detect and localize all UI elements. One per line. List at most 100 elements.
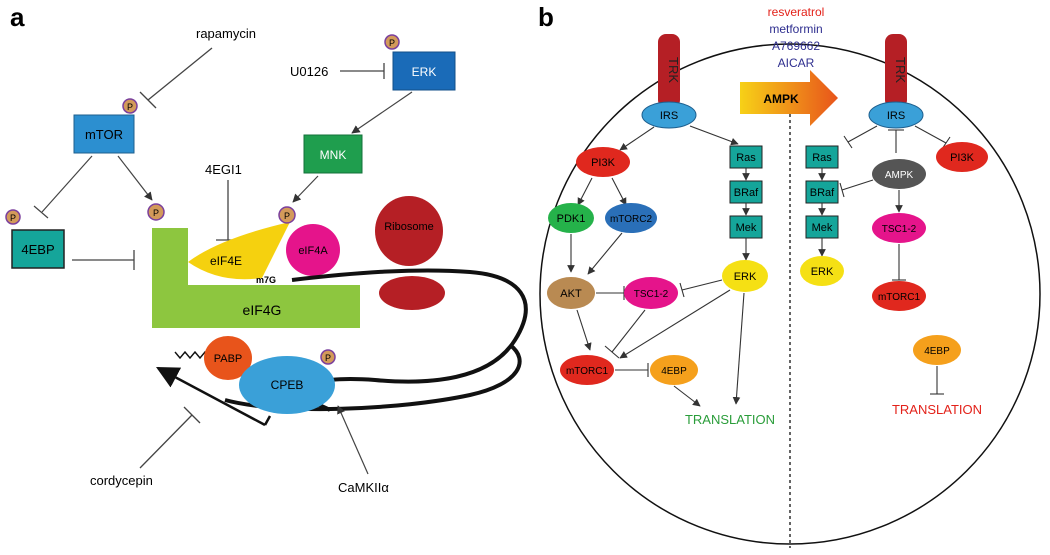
left-translation-label: TRANSLATION xyxy=(685,412,775,427)
cpeb-label: CPEB xyxy=(271,378,304,392)
left-mtorc1-label: mTORC1 xyxy=(566,366,608,377)
ribosome-label: Ribosome xyxy=(384,221,434,233)
right-ampk-label: AMPK xyxy=(885,170,914,181)
activator-metformin: metformin xyxy=(769,22,822,36)
eif4g-shape xyxy=(152,228,360,328)
mnk-eif4e-arrow xyxy=(292,175,319,203)
right-4ebp-label: 4EBP xyxy=(924,346,950,357)
left-pi3k-node xyxy=(576,147,630,177)
m7g-label: m7G xyxy=(256,275,276,285)
4ebp-node xyxy=(11,229,65,269)
activator-resveratrol: resveratrol xyxy=(768,5,825,19)
mtor-label: mTOR xyxy=(85,127,123,142)
left-irs-node xyxy=(641,101,697,129)
mnk-label: MNK xyxy=(320,148,347,162)
eif4e-phospho-icon xyxy=(278,206,296,224)
left-tsc-node xyxy=(624,277,678,309)
eif4a-node xyxy=(286,224,340,276)
right-4ebp-node xyxy=(913,335,961,365)
right-pi3k-label: PI3K xyxy=(950,152,975,164)
erk-node xyxy=(392,51,456,91)
left-tsc-label: TSC1-2 xyxy=(634,289,669,300)
4ebp-phospho-icon xyxy=(5,209,21,225)
activator-a769662: A769662 xyxy=(772,39,820,53)
svg-text:P: P xyxy=(325,353,331,363)
erk-label: ERK xyxy=(412,65,437,79)
left-mek-label: Mek xyxy=(736,222,757,234)
cpeb-phospho-icon xyxy=(320,349,336,365)
panel-b-label: b xyxy=(538,2,554,32)
left-erk-label: ERK xyxy=(734,271,757,283)
erk-mnk-arrow xyxy=(351,91,413,134)
panel-a: a rapamycin mTOR P 4EBP P U0126 ERK P MN… xyxy=(5,2,528,495)
left-pi3k-label: PI3K xyxy=(591,157,616,169)
mtor-phospho-label: P xyxy=(127,102,133,112)
left-mtorc1-node xyxy=(560,355,614,385)
erk-phospho-icon xyxy=(384,34,400,50)
pabp-label: PABP xyxy=(214,353,243,365)
camk-label: CaMKIIα xyxy=(338,480,389,495)
right-tsc-label: TSC1-2 xyxy=(882,224,917,235)
4egi1-label: 4EGI1 xyxy=(205,162,242,177)
ampk-arrow-label: AMPK xyxy=(763,92,799,106)
panel-a-label: a xyxy=(10,2,25,32)
rapamycin-inhibit-bar xyxy=(139,91,157,109)
left-pdk1-node xyxy=(548,203,594,233)
ribosome-small-subunit xyxy=(379,276,445,310)
eif4e-label: eIF4E xyxy=(210,254,242,268)
cpeb-node xyxy=(239,356,335,414)
mtor-phospho-icon xyxy=(122,98,138,114)
svg-text:P: P xyxy=(153,208,159,218)
rapamycin-inhibit-line xyxy=(147,47,213,101)
mnk-node xyxy=(303,134,363,174)
left-braf-label: BRaf xyxy=(734,187,759,199)
right-irs-node xyxy=(868,101,924,129)
right-irs-label: IRS xyxy=(887,110,905,122)
right-erk-node xyxy=(800,256,844,286)
right-pi3k-node xyxy=(936,142,988,172)
right-translation-label: TRANSLATION xyxy=(892,402,982,417)
right-ampk-node xyxy=(872,159,926,189)
svg-text:P: P xyxy=(389,38,395,48)
rapamycin-label: rapamycin xyxy=(196,26,256,41)
eif4e-shape xyxy=(188,222,290,280)
ampk-activation-arrow xyxy=(740,70,838,126)
cordycepin-inhibit-line xyxy=(139,414,193,469)
left-trk-label: TRK xyxy=(666,57,681,83)
ribosome-large-subunit xyxy=(375,196,443,266)
left-erk-node xyxy=(722,260,768,292)
left-irs-label: IRS xyxy=(660,110,678,122)
right-mtorc1-node xyxy=(872,281,926,311)
right-tsc-node xyxy=(872,213,926,243)
left-akt-node xyxy=(547,277,595,309)
left-4ebp-label: 4EBP xyxy=(661,366,687,377)
mtor-node xyxy=(73,114,135,154)
u0126-label: U0126 xyxy=(290,64,328,79)
right-mek-label: Mek xyxy=(812,222,833,234)
right-mtorc1-label: mTORC1 xyxy=(878,292,920,303)
left-mtorc2-node xyxy=(605,203,657,233)
pabp-node xyxy=(204,336,252,380)
camk-cpeb-arrow xyxy=(337,405,369,475)
right-erk-label: ERK xyxy=(811,266,834,278)
left-pdk1-label: PDK1 xyxy=(557,213,586,225)
eif4g-label: eIF4G xyxy=(243,302,282,318)
4ebp-label: 4EBP xyxy=(21,242,54,257)
svg-text:P: P xyxy=(284,211,290,221)
left-mtorc2-label: mTORC2 xyxy=(610,214,652,225)
left-akt-label: AKT xyxy=(560,288,582,300)
activator-aicar: AICAR xyxy=(778,56,815,70)
left-4ebp-node xyxy=(650,355,698,385)
right-trk-label: TRK xyxy=(893,57,908,83)
left-trk-receptor xyxy=(658,34,680,108)
panel-b: b resveratrol metformin A769662 AICAR AM… xyxy=(538,2,1041,548)
cordycepin-label: cordycepin xyxy=(90,473,153,488)
deadenylation-arrow xyxy=(156,366,266,427)
right-trk-receptor xyxy=(885,34,907,108)
eif4a-label: eIF4A xyxy=(298,245,328,257)
left-ras-label: Ras xyxy=(736,152,756,164)
right-ras-label: Ras xyxy=(812,152,832,164)
right-braf-label: BRaf xyxy=(810,187,835,199)
svg-text:P: P xyxy=(10,213,16,223)
